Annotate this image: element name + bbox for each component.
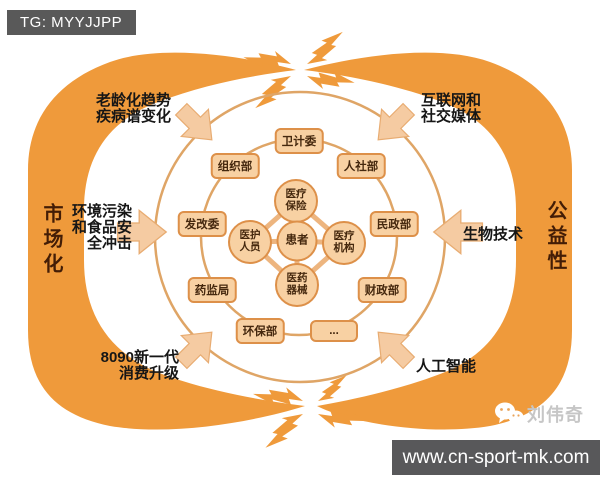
- lightning-icon: [253, 387, 303, 406]
- core-node-medical-insurance: 医疗 保险: [274, 179, 318, 223]
- axis-label-marketization: 市场化: [40, 203, 62, 278]
- lightning-icon: [307, 72, 355, 89]
- ring-node-zuzhibu: 组织部: [210, 153, 260, 179]
- factor-aging-disease: 老龄化趋势 疾病谱变化: [96, 92, 172, 126]
- telegram-tag-badge: TG: MYYJJPP: [7, 10, 137, 35]
- core-node-pharma-devices: 医药 器械: [275, 263, 319, 307]
- ring-node-fagaiwei: 发改委: [177, 211, 227, 237]
- frame-right-band: [304, 52, 572, 430]
- core-node-medical-institution: 医疗 机构: [322, 221, 366, 265]
- factor-8090-consumption: 8090新一代 消费升级: [100, 349, 179, 383]
- lightning-icon: [318, 375, 347, 401]
- arrow-left-icon: [116, 208, 168, 256]
- lightning-icon: [255, 76, 291, 109]
- ring-node-weijiwei: 卫计委: [274, 128, 324, 154]
- core-node-patient: 患者: [276, 220, 318, 262]
- lightning-icon: [265, 414, 303, 448]
- arrow-bottom-right-icon: [377, 331, 416, 370]
- ring-node-caizhengbu: 财政部: [357, 277, 407, 303]
- wechat-icon: [495, 402, 524, 426]
- ring-node-yaojianju: 药监局: [187, 277, 237, 303]
- arrow-right-icon: [432, 208, 484, 256]
- watermark: 刘伟奇: [494, 401, 584, 427]
- ring-node-ellipsis: ...: [310, 320, 358, 342]
- factor-biotech: 生物技术: [463, 226, 524, 243]
- ring-node-huanbaobu: 环保部: [235, 318, 285, 344]
- frame-left-band: [28, 52, 305, 430]
- ring-node-renshebu: 人社部: [336, 153, 386, 179]
- arrow-top-left-icon: [174, 102, 213, 141]
- axis-label-public-welfare: 公益性: [544, 200, 566, 275]
- factor-ai: 人工智能: [416, 358, 477, 375]
- core-node-medical-staff: 医护 人员: [228, 220, 272, 264]
- lightning-icon: [318, 409, 368, 428]
- lightning-icon: [243, 51, 291, 68]
- watermark-author-name: 刘伟奇: [527, 405, 584, 425]
- arrow-bottom-left-icon: [174, 331, 213, 370]
- factor-internet-social-media: 互联网和 社交媒体: [421, 92, 482, 126]
- ring-node-minzhengbu: 民政部: [369, 211, 419, 237]
- lightning-icon: [307, 31, 343, 64]
- website-url-badge: www.cn-sport-mk.com: [392, 440, 600, 475]
- arrow-top-right-icon: [377, 102, 416, 141]
- factor-pollution-food-safety: 环境污染 和食品安 全冲击: [71, 203, 132, 253]
